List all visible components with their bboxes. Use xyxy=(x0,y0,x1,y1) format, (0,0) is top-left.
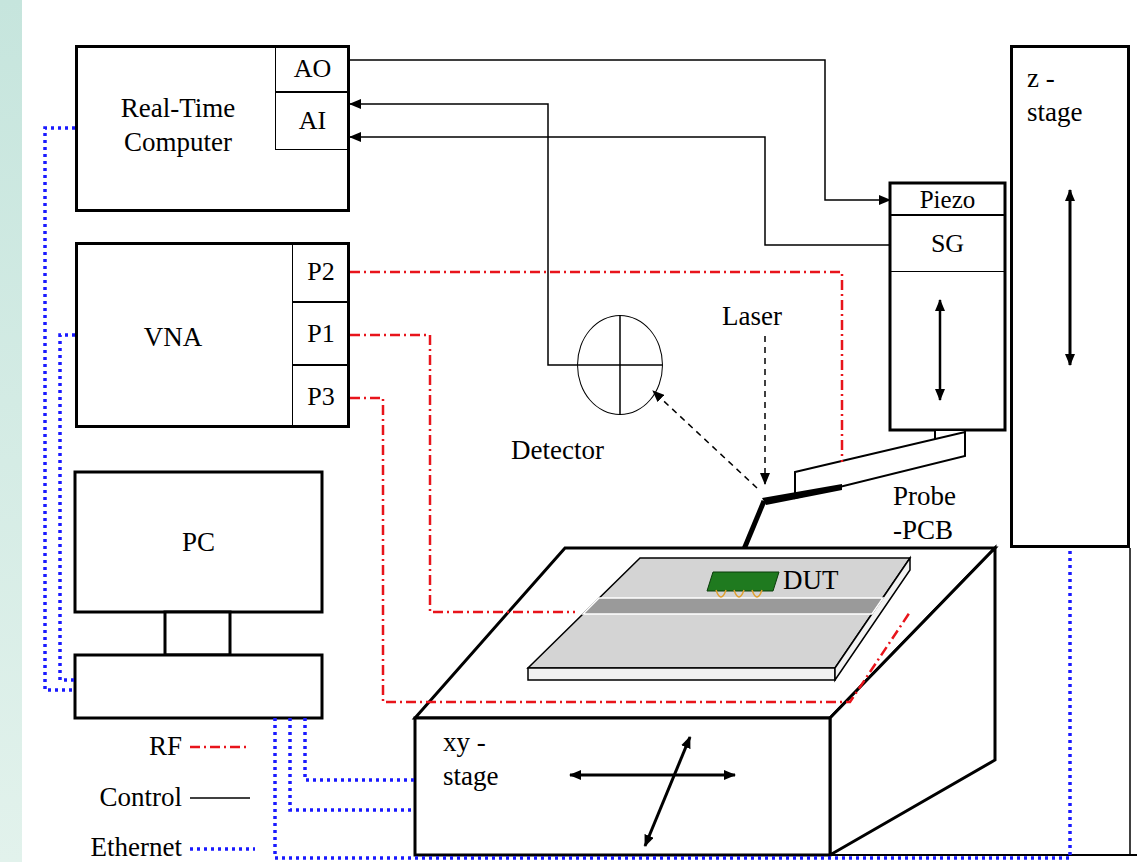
node-label: DUT xyxy=(783,564,839,598)
port-cell: P3 xyxy=(292,365,350,428)
beam-label: Laser xyxy=(722,303,782,330)
stage-box: z - stage xyxy=(1010,45,1130,548)
floor-line xyxy=(830,854,1137,856)
crosshair-line xyxy=(578,364,662,366)
instrument-box: VNA P2P1P3 xyxy=(75,242,350,428)
port-cell: P2 xyxy=(292,242,350,302)
legend-label: Ethernet xyxy=(30,834,182,861)
xy-stage-front xyxy=(415,718,830,855)
dut-board-side xyxy=(835,558,910,680)
connector xyxy=(60,335,75,680)
legend-control-sample xyxy=(190,797,250,799)
computer-node: PC xyxy=(75,472,322,718)
node-label: VNA xyxy=(78,321,268,355)
connector xyxy=(305,718,415,780)
z-motion-arrow xyxy=(1069,190,1072,365)
pc-monitor xyxy=(75,472,322,612)
connector xyxy=(350,60,890,200)
legend-label: RF xyxy=(30,733,182,760)
cantilever xyxy=(762,484,842,505)
port-cell: P1 xyxy=(292,302,350,365)
node-label: P2 xyxy=(307,259,334,285)
dut-board-front xyxy=(528,668,835,680)
crosshair xyxy=(578,316,662,414)
y-motion-arrow xyxy=(645,737,690,846)
x-motion-arrow xyxy=(570,774,735,777)
node-label: Detector xyxy=(511,434,604,468)
signal-line xyxy=(583,598,883,614)
connector xyxy=(275,548,1070,858)
connector xyxy=(350,104,577,365)
node-label: Probe -PCB xyxy=(893,480,969,548)
legend-ethernet-sample xyxy=(190,847,255,851)
node-label: PC xyxy=(75,526,322,560)
node-label: P1 xyxy=(307,321,334,347)
node-label: xy - stage xyxy=(443,726,515,794)
connector xyxy=(350,272,842,462)
node-label: P3 xyxy=(307,384,334,410)
detector-circle: Detector xyxy=(577,315,663,415)
computer-box: Real-Time Computer AO AI xyxy=(75,45,350,212)
node-label: AO xyxy=(294,56,332,82)
sensor-cell: SG xyxy=(890,215,1005,272)
port-cell: AI xyxy=(275,92,350,150)
z-stage-post xyxy=(1129,548,1131,855)
laser-beam xyxy=(764,336,766,484)
piezo-housing xyxy=(890,183,1005,430)
piezo-motion-arrow xyxy=(939,300,942,400)
reflected-beam xyxy=(653,391,757,488)
probe-pcb: Probe -PCB xyxy=(800,462,960,530)
pc-base xyxy=(75,655,322,718)
node-label: z - stage xyxy=(1027,62,1099,130)
node-label: Piezo xyxy=(920,187,976,212)
bond-wires xyxy=(716,590,762,597)
background-strip xyxy=(0,0,22,862)
port-cell: AO xyxy=(275,45,350,92)
connector xyxy=(350,398,910,702)
connector xyxy=(350,137,890,245)
connector xyxy=(45,128,75,690)
node-label: Real-Time Computer xyxy=(103,92,253,160)
stage-box: xy - stage xyxy=(415,718,830,855)
actuator-cell: Piezo xyxy=(890,183,1005,215)
device-under-test: DUT xyxy=(575,558,910,680)
legend-label: Control xyxy=(30,784,182,811)
dut-chip xyxy=(707,572,779,591)
legend-rf-sample xyxy=(190,746,250,749)
connector xyxy=(290,718,415,810)
node-label: AI xyxy=(299,108,326,134)
pc-stand xyxy=(165,612,230,655)
node-label: SG xyxy=(931,231,964,257)
